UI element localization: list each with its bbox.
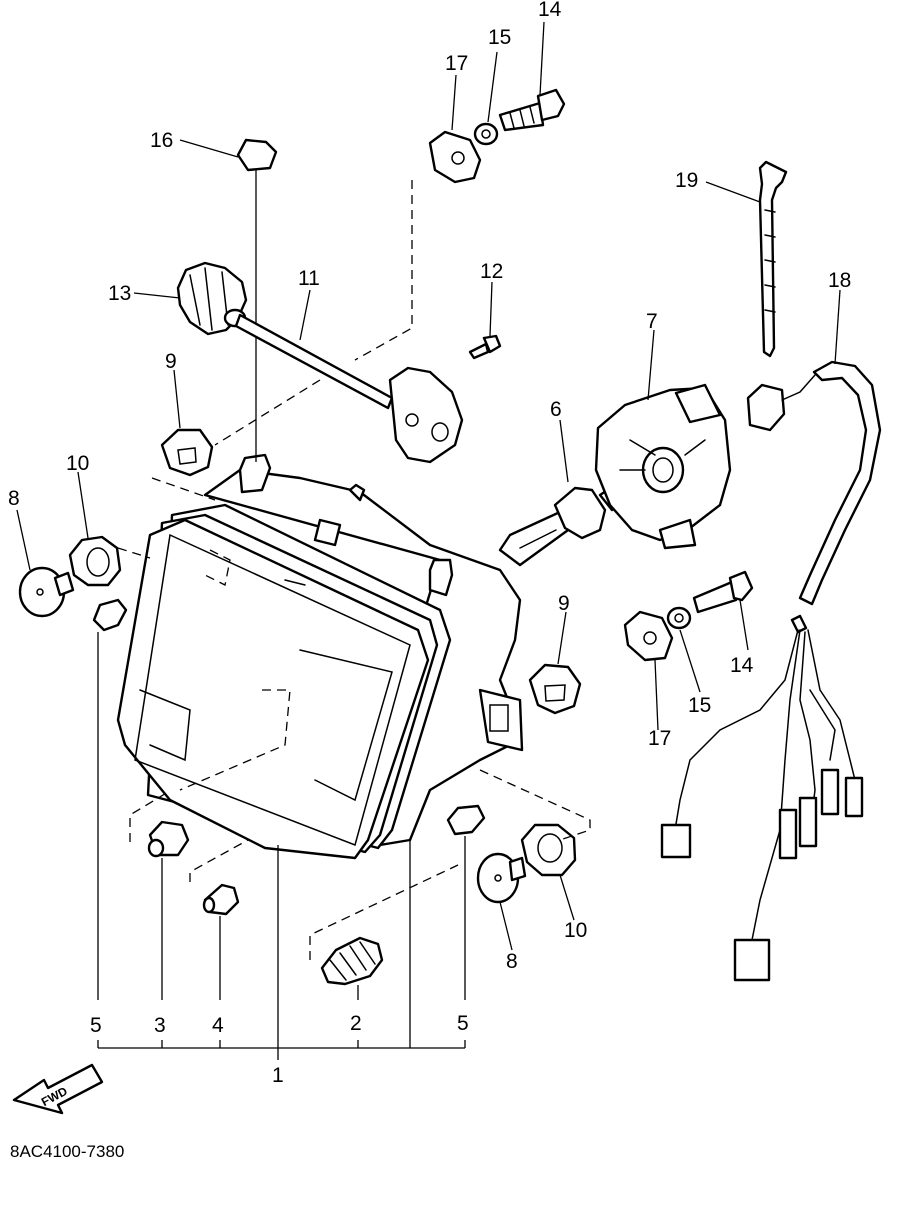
callout-15-top: 15 — [488, 26, 511, 49]
washer-part-15-bottom — [666, 606, 692, 630]
spring-part-2 — [320, 936, 384, 1000]
wire-harness-part-18 — [660, 360, 882, 982]
callout-12: 12 — [480, 260, 503, 283]
callout-16: 16 — [150, 129, 173, 152]
headlight-unit — [116, 453, 524, 860]
damper-part-9-upper — [160, 428, 214, 477]
callout-14-bottom: 14 — [730, 654, 754, 677]
callout-10-left: 10 — [66, 452, 89, 475]
callout-5-left: 5 — [90, 1014, 102, 1037]
callout-14-top: 14 — [538, 0, 562, 21]
adjusting-screw-part-11 — [234, 313, 464, 464]
callout-13: 13 — [108, 282, 131, 305]
callout-leaders — [16, 21, 841, 1060]
callout-numbers: 14 15 17 16 13 11 12 19 18 7 6 9 10 8 9 … — [8, 0, 851, 1087]
bulb-cover-part-7 — [594, 383, 732, 550]
callout-19: 19 — [675, 169, 698, 192]
callout-11: 11 — [298, 267, 320, 290]
nut-part-3 — [147, 820, 190, 1000]
callout-10-right: 10 — [564, 919, 587, 942]
callout-15-bottom: 15 — [688, 694, 711, 717]
callout-8-right: 8 — [506, 950, 518, 973]
damper-washer-part-17-top — [428, 130, 482, 184]
adjuster-knob-part-8-left — [18, 566, 75, 618]
callout-8-left: 8 — [8, 487, 20, 510]
screw-part-12 — [468, 334, 502, 360]
grommet-part-10-left — [68, 535, 122, 587]
bolt-part-14-bottom — [692, 570, 754, 614]
grommet-part-10-right — [520, 823, 577, 877]
bolt-part-14-top — [498, 88, 566, 132]
callout-17-bottom: 17 — [648, 727, 671, 750]
forward-direction-arrow: FWD — [12, 1063, 104, 1115]
damper-washer-part-17-bottom — [623, 610, 674, 662]
washer-part-15-top — [473, 122, 499, 146]
cable-tie-part-19 — [758, 160, 788, 358]
callout-18: 18 — [828, 269, 851, 292]
callout-7: 7 — [646, 310, 658, 333]
callout-1: 1 — [272, 1064, 284, 1087]
damper-part-9-lower — [528, 663, 582, 715]
part-code-label: 8AC4100-7380 — [10, 1142, 124, 1161]
clip-part-5-left — [92, 598, 128, 1000]
callout-3: 3 — [154, 1014, 166, 1037]
callout-4: 4 — [212, 1014, 224, 1037]
bushing-part-4 — [202, 883, 240, 1000]
clip-part-5-right — [446, 804, 486, 1000]
adjuster-knob-part-8-right — [476, 852, 527, 904]
rubber-cap-part-16 — [236, 138, 278, 462]
callout-17-top: 17 — [445, 52, 468, 75]
callout-6: 6 — [550, 398, 562, 421]
callout-5-right: 5 — [457, 1012, 469, 1035]
callout-9-upper: 9 — [165, 350, 177, 373]
callout-2: 2 — [350, 1012, 362, 1035]
callout-9-lower: 9 — [558, 592, 570, 615]
